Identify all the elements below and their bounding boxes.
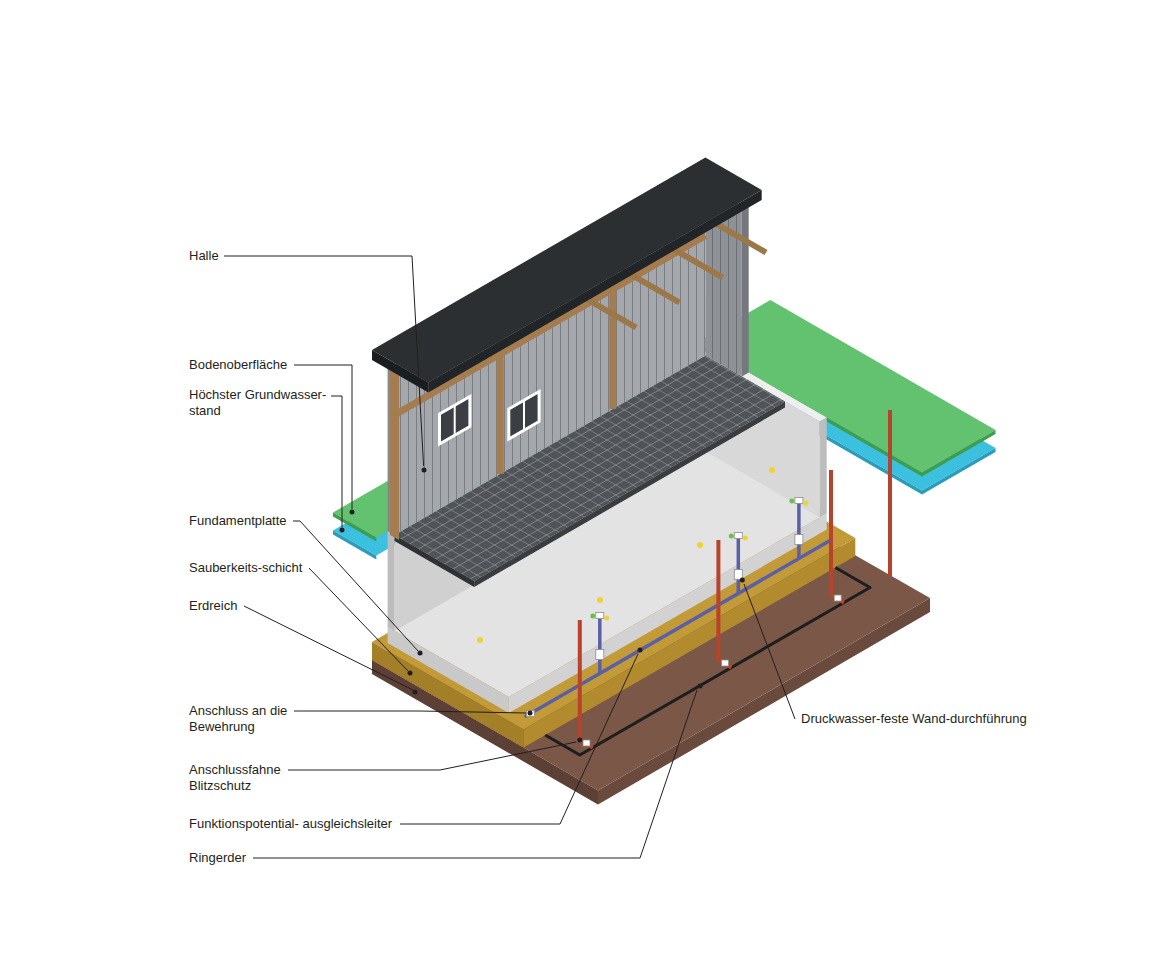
- leader-dot: [418, 651, 423, 656]
- callout-label: Sauberkeits-schicht: [189, 560, 302, 576]
- window: [440, 397, 470, 445]
- roof: [372, 158, 762, 383]
- callout-label: Fundamentplatte: [189, 513, 287, 529]
- rebar-clamp: [527, 711, 535, 717]
- window-mullion: [454, 405, 456, 435]
- leader-dot: [698, 684, 703, 689]
- label-holder: Druckwasser-feste Wand-durchführung: [801, 711, 1027, 727]
- earthing-point: [697, 542, 703, 548]
- lug-clamp: [722, 660, 729, 666]
- leader-line: [744, 584, 795, 719]
- terminal: [596, 613, 604, 619]
- slab-face: [509, 514, 827, 714]
- leader-line: [294, 711, 526, 713]
- leader-line: [400, 654, 638, 824]
- leader-dot: [577, 738, 582, 743]
- terminal-dot: [803, 501, 808, 506]
- terminal-dot: [604, 616, 609, 621]
- hall-wall: [742, 203, 749, 377]
- timber-post: [497, 340, 504, 474]
- leader-line: [293, 521, 418, 651]
- label-holder: Halle: [189, 248, 219, 264]
- roof-edge: [428, 190, 761, 393]
- callout-label: Druckwasser-feste Wand-durchführung: [801, 711, 1027, 727]
- label-holder: Anschlussfahne Blitzschutz: [189, 762, 309, 794]
- slab-face: [388, 627, 509, 713]
- roof-edge: [372, 350, 428, 393]
- ground-edge: [922, 430, 996, 477]
- leader-dot: [340, 528, 345, 533]
- callout-label: Erdreich: [189, 598, 237, 614]
- leader-line: [331, 396, 342, 527]
- terminal-dot: [743, 536, 748, 541]
- earthing-point: [477, 637, 483, 643]
- wall-penetration: [795, 535, 803, 545]
- window: [509, 392, 539, 440]
- ground-edge: [333, 513, 376, 542]
- lightning-lug: [580, 620, 593, 748]
- label-holder: Bodenoberfläche: [189, 357, 287, 373]
- riser: [737, 537, 741, 594]
- leader-dot: [422, 468, 427, 473]
- label-holder: Anschluss an die Bewehrung: [189, 703, 309, 735]
- lug-clamp: [834, 595, 841, 601]
- terminal-dot: [729, 534, 734, 539]
- leader-line: [294, 365, 352, 509]
- callout-label: Höchster Grundwasser- stand: [189, 387, 334, 419]
- earthing-point: [597, 597, 603, 603]
- timber-post: [390, 362, 399, 540]
- label-holder: Funktionspotential- ausgleichsleiter: [189, 816, 392, 832]
- lightning-lug: [888, 410, 892, 576]
- callout-label: Anschlussfahne Blitzschutz: [189, 762, 309, 794]
- callout-label: Anschluss an die Bewehrung: [189, 703, 309, 735]
- basement-wall: [388, 531, 395, 631]
- grating-edge: [395, 535, 475, 587]
- leader-dot: [350, 510, 355, 515]
- wall-penetration: [596, 650, 604, 660]
- callout-label: Ringerder: [189, 850, 246, 866]
- terminal-dot: [789, 499, 794, 504]
- earthing-point: [769, 467, 775, 473]
- label-holder: Sauberkeits-schicht: [189, 560, 302, 576]
- callout-label: Halle: [189, 248, 219, 264]
- riser: [797, 502, 801, 559]
- callout-label: Bodenoberfläche: [189, 357, 287, 373]
- lightning-lug: [831, 470, 844, 603]
- terminal: [734, 533, 742, 539]
- callout-label: Funktionspotential- ausgleichsleiter: [189, 816, 392, 832]
- leader-line: [244, 606, 413, 690]
- riser: [598, 617, 602, 674]
- leader-dot: [408, 671, 413, 676]
- basement-wall: [820, 418, 827, 518]
- leader-line: [309, 568, 408, 671]
- terminal: [795, 498, 803, 504]
- label-holder: Ringerder: [189, 850, 246, 866]
- leader-line: [253, 690, 697, 858]
- label-holder: Erdreich: [189, 598, 237, 614]
- terminal-dot: [590, 614, 595, 619]
- label-holder: Fundamentplatte: [189, 513, 287, 529]
- label-holder: Höchster Grundwasser- stand: [189, 387, 334, 419]
- leader-dot: [638, 648, 643, 653]
- lightning-lug: [718, 540, 731, 668]
- leader-dot: [740, 578, 745, 583]
- lug-clamp: [583, 740, 590, 746]
- window-mullion: [523, 400, 525, 430]
- leader-dot: [413, 690, 418, 695]
- leader-line: [288, 742, 576, 770]
- leader-dot: [528, 711, 533, 716]
